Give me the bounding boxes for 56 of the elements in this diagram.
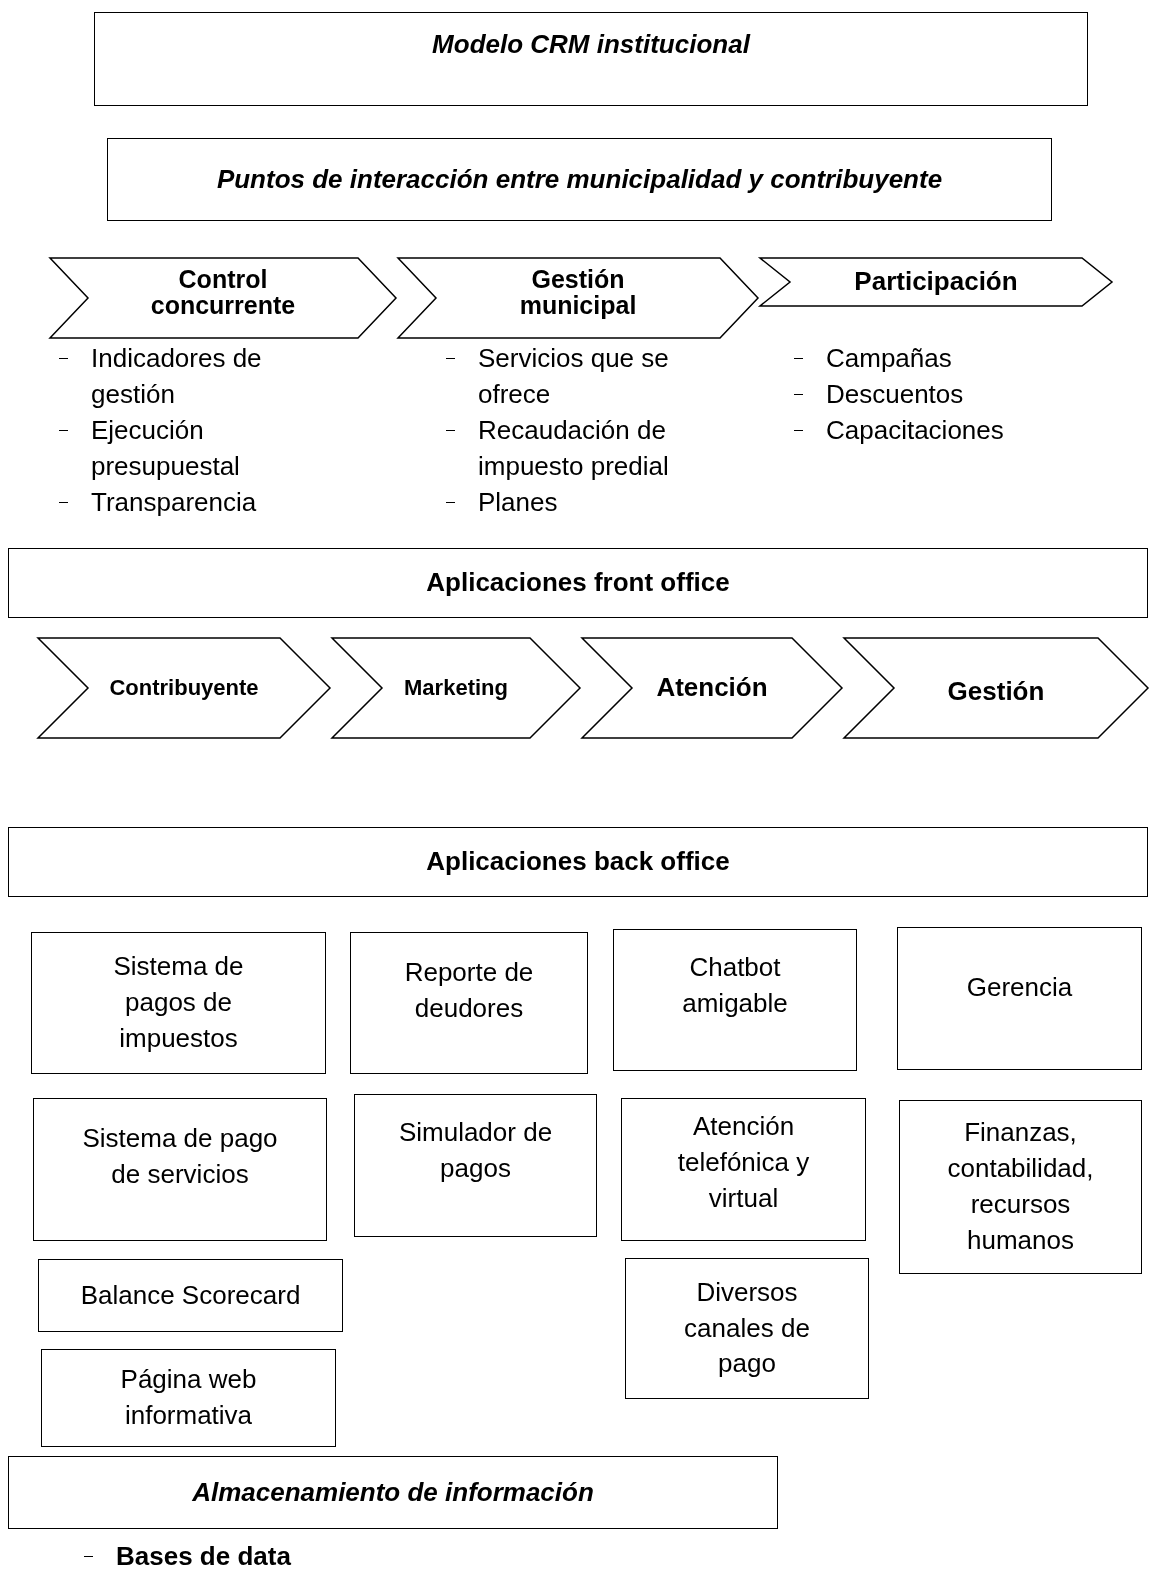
header-box bbox=[8, 1456, 778, 1529]
process-box bbox=[625, 1258, 869, 1399]
process-box bbox=[354, 1094, 597, 1237]
bullet-item: Planes bbox=[478, 486, 559, 519]
node-label: Gerencia bbox=[966, 971, 1073, 1004]
bullet-item: Transparencia bbox=[91, 486, 258, 519]
process-box bbox=[38, 1259, 343, 1332]
header-box bbox=[8, 827, 1148, 897]
bullet-item: Capacitaciones bbox=[826, 414, 1005, 447]
bullet-item: Campañas bbox=[826, 342, 953, 375]
process-step bbox=[332, 638, 580, 738]
process-box bbox=[621, 1098, 866, 1241]
node-label: Modelo CRM institucional bbox=[432, 28, 750, 61]
node-label: Aplicaciones front office bbox=[426, 566, 730, 600]
process-step bbox=[50, 258, 396, 338]
process-box bbox=[899, 1100, 1142, 1274]
bullet-item: Descuentos bbox=[826, 378, 965, 411]
node-label: Atención bbox=[656, 674, 768, 702]
process-box bbox=[897, 927, 1142, 1070]
node-label: Chatbot amigable bbox=[681, 951, 789, 1020]
process-step bbox=[582, 638, 842, 738]
bullet-item: Ejecución presupuestal bbox=[91, 414, 241, 483]
process-step bbox=[38, 638, 330, 738]
process-step bbox=[760, 258, 1112, 306]
node-label: Marketing bbox=[404, 676, 508, 700]
process-step bbox=[398, 258, 758, 338]
process-box bbox=[350, 932, 588, 1074]
process-step bbox=[844, 638, 1148, 738]
bullet-item: Indicadores de gestión bbox=[91, 342, 263, 411]
bullet-item: Recaudación de impuesto predial bbox=[478, 414, 670, 483]
node-label: Página web informativa bbox=[119, 1363, 258, 1432]
node-label: Balance Scorecard bbox=[80, 1278, 301, 1312]
node-label: Atención telefónica y virtual bbox=[676, 1110, 811, 1215]
header-box bbox=[8, 548, 1148, 618]
node-label: Almacenamiento de información bbox=[192, 1475, 594, 1509]
header-box bbox=[107, 138, 1052, 221]
process-box bbox=[613, 929, 857, 1071]
node-label: Participación bbox=[854, 268, 1018, 296]
bullet-item: Servicios que se ofrece bbox=[478, 342, 670, 411]
node-label: Gestión municipal bbox=[518, 266, 638, 319]
node-label: Reporte de deudores bbox=[403, 956, 535, 1025]
bullet-item: Bases de data bbox=[116, 1540, 292, 1573]
node-label: Contribuyente bbox=[109, 676, 259, 700]
header-box bbox=[94, 12, 1088, 106]
node-label: Diversos canales de pago bbox=[683, 1275, 811, 1381]
process-box bbox=[33, 1098, 327, 1241]
node-label: Puntos de interacción entre municipalidad y contribuyente bbox=[216, 162, 943, 196]
node-label: Finanzas, contabilidad, recursos humanos bbox=[946, 1116, 1095, 1257]
node-label: Simulador de pagos bbox=[397, 1116, 554, 1185]
node-label: Sistema de pagos de impuestos bbox=[112, 950, 245, 1055]
process-box bbox=[41, 1349, 336, 1447]
process-box bbox=[31, 932, 326, 1074]
node-label: Control concurrente bbox=[149, 266, 297, 319]
node-label: Aplicaciones back office bbox=[426, 845, 730, 879]
node-label: Sistema de pago de servicios bbox=[81, 1122, 279, 1191]
node-label: Gestión bbox=[947, 678, 1045, 706]
